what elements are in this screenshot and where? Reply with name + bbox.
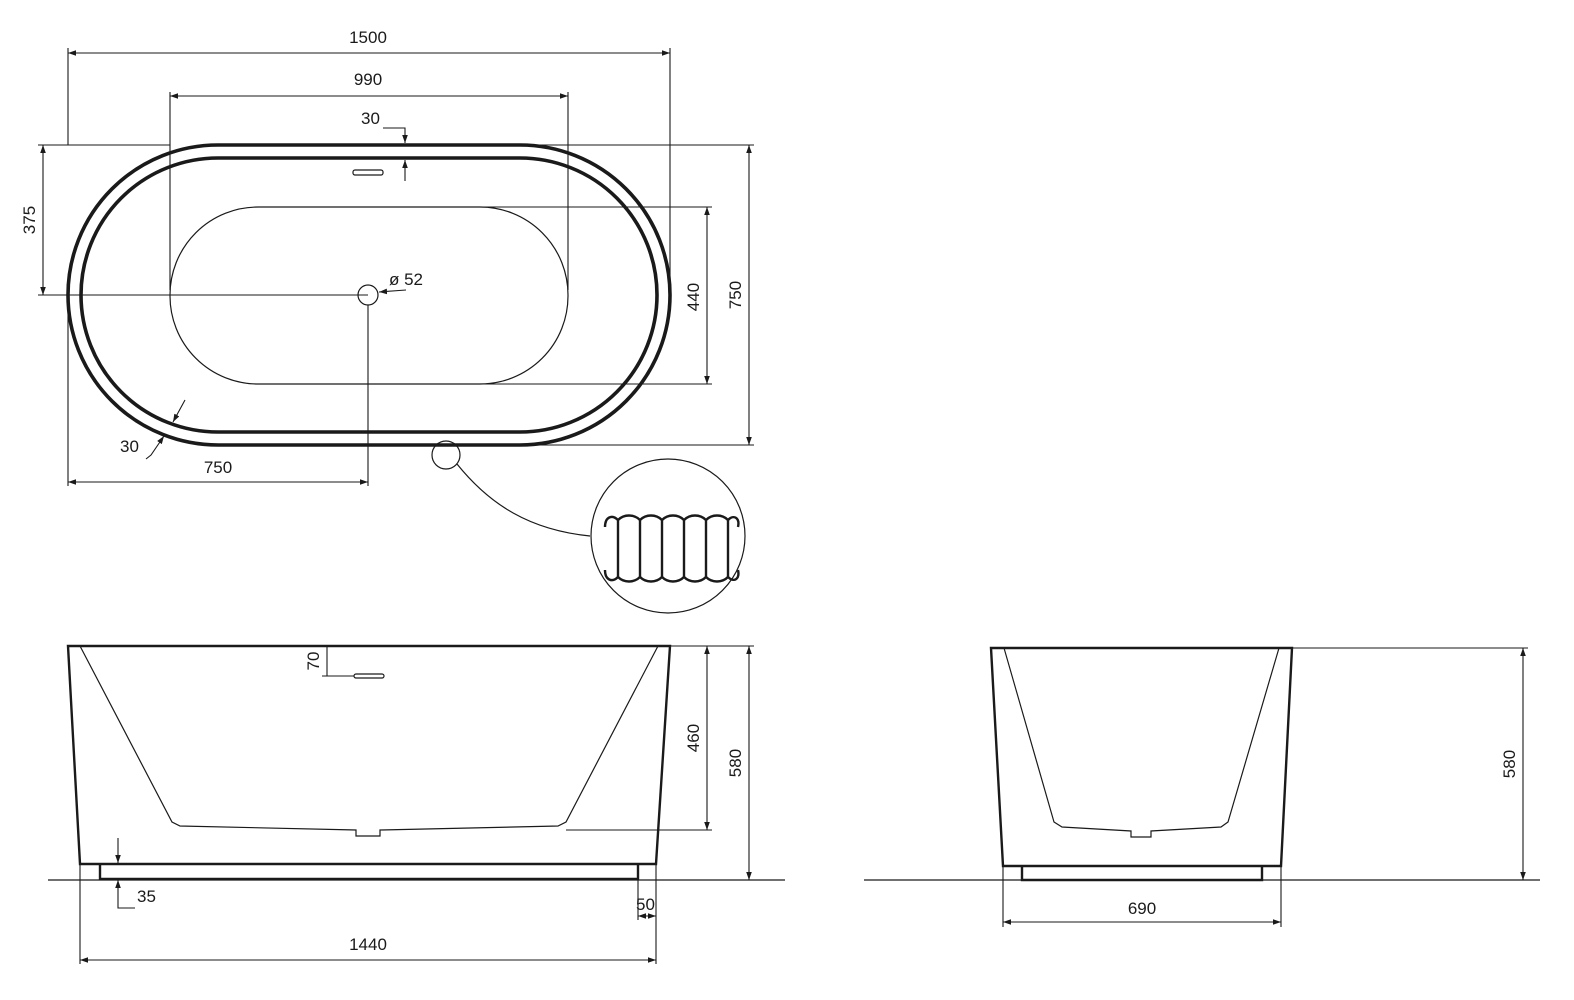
label-overall-height-side: 580: [1500, 750, 1519, 778]
label-overflow-depth: 70: [304, 652, 323, 671]
label-overall-height-front: 580: [726, 749, 745, 777]
label-inner-length: 990: [354, 70, 382, 89]
label-overall-width: 750: [726, 281, 745, 309]
label-rim-top: 30: [361, 109, 380, 128]
detail-wall-profile: [603, 514, 740, 583]
detail-marker: [431, 440, 461, 470]
label-plinth-height: 35: [137, 887, 156, 906]
overflow-slot: [352, 169, 384, 176]
front-plinth: [98, 864, 640, 881]
front-overflow: [353, 673, 385, 679]
label-drain-offset: 750: [204, 458, 232, 477]
front-view: 70 460 580 35 50 1440: [48, 644, 785, 964]
label-rim-side: 30: [120, 437, 139, 456]
label-overall-length: 1500: [349, 28, 387, 47]
label-drain-diameter: ø 52: [389, 270, 423, 289]
label-half-width: 375: [20, 206, 39, 234]
detail-circle: [590, 458, 746, 614]
side-view: 580 690: [864, 646, 1540, 927]
top-view: 1500 990 30 375 440 750 ø 52 30: [20, 28, 754, 614]
label-plinth-inset: 50: [636, 895, 655, 914]
label-base-width: 690: [1128, 899, 1156, 918]
front-outer-profile: [66, 644, 672, 866]
label-inner-width: 440: [684, 283, 703, 311]
side-plinth: [1020, 866, 1264, 882]
label-inner-depth: 460: [684, 724, 703, 752]
label-base-length: 1440: [349, 935, 387, 954]
